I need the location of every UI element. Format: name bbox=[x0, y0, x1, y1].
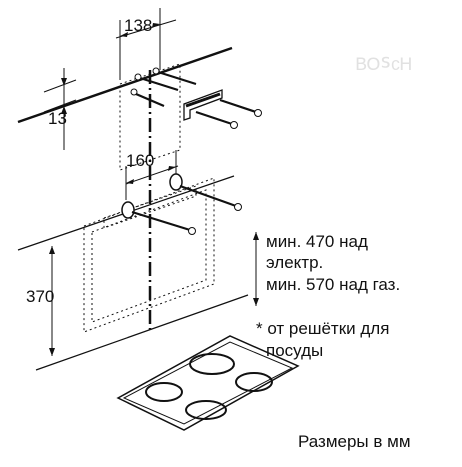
hood-outline-inner bbox=[91, 189, 207, 323]
mounting-hole-left bbox=[121, 201, 135, 219]
cooktop bbox=[116, 335, 300, 431]
mounting-hole-right bbox=[169, 173, 183, 191]
chimney-outline-dotted bbox=[119, 63, 181, 171]
dimension-hood-height: 370 bbox=[26, 246, 55, 356]
dim-160-arrow-left bbox=[126, 179, 134, 184]
cooktop-outline bbox=[116, 335, 300, 431]
note-min-470: мин. 470 над bbox=[266, 232, 368, 251]
screw bbox=[152, 67, 197, 86]
footnote-line2: посуды bbox=[266, 341, 323, 360]
dim-138-label: 138 bbox=[124, 16, 152, 35]
dim-370-label: 370 bbox=[26, 287, 54, 306]
screw bbox=[134, 73, 179, 92]
dim-370-arrow-bottom bbox=[49, 348, 55, 356]
screw bbox=[219, 98, 262, 117]
footnote-line1: * от решётки для bbox=[256, 319, 389, 338]
watermark: ᴮᴼᔆᶜᴴ bbox=[356, 52, 411, 82]
units-caption: Размеры в мм bbox=[298, 432, 411, 451]
dimension-min-distance bbox=[253, 232, 259, 306]
dim-160-label: 160 bbox=[126, 151, 154, 170]
burner-front-left bbox=[145, 382, 183, 402]
dimension-bracket-width: 138 bbox=[115, 8, 177, 80]
wall-edge-lower bbox=[35, 294, 249, 371]
screw bbox=[179, 184, 242, 211]
bracket-top-edge bbox=[185, 92, 221, 108]
wall-bracket bbox=[183, 89, 223, 121]
dim-13-label: 13 bbox=[48, 109, 67, 128]
screw bbox=[130, 88, 165, 108]
lower-screws bbox=[131, 184, 242, 235]
dim-13-arrow-bottom bbox=[61, 106, 67, 114]
dimension-hole-spacing: 160 bbox=[125, 150, 179, 200]
burner-front-right bbox=[185, 400, 227, 420]
burner-back-left bbox=[189, 353, 235, 375]
dim-138-arrow-left bbox=[120, 32, 128, 37]
cooktop-inner-edge bbox=[122, 341, 294, 425]
installation-notes: мин. 470 над электр. мин. 570 над газ. *… bbox=[256, 232, 400, 360]
dim-13-ext-top bbox=[43, 79, 77, 93]
watermark-text: ᴮᴼᔆᶜᴴ bbox=[356, 52, 411, 82]
burner-back-right bbox=[235, 372, 273, 392]
dim-13-arrow-top bbox=[61, 78, 67, 86]
min-distance-arrow-top bbox=[253, 232, 259, 240]
screw bbox=[131, 210, 196, 235]
dimension-bracket-height: 13 bbox=[43, 68, 77, 150]
note-electric: электр. bbox=[266, 253, 323, 272]
ceiling-edge-line bbox=[17, 46, 233, 124]
dim-370-arrow-top bbox=[49, 246, 55, 254]
min-distance-arrow-bottom bbox=[253, 298, 259, 306]
dim-13-ext-bottom bbox=[43, 99, 77, 113]
mounting-holes bbox=[121, 173, 183, 219]
dim-138-arrow-right bbox=[152, 23, 160, 28]
upper-screws bbox=[130, 67, 262, 129]
screw bbox=[195, 110, 238, 129]
note-min-570: мин. 570 над газ. bbox=[266, 275, 400, 294]
dim-160-arrow-right bbox=[168, 166, 176, 171]
